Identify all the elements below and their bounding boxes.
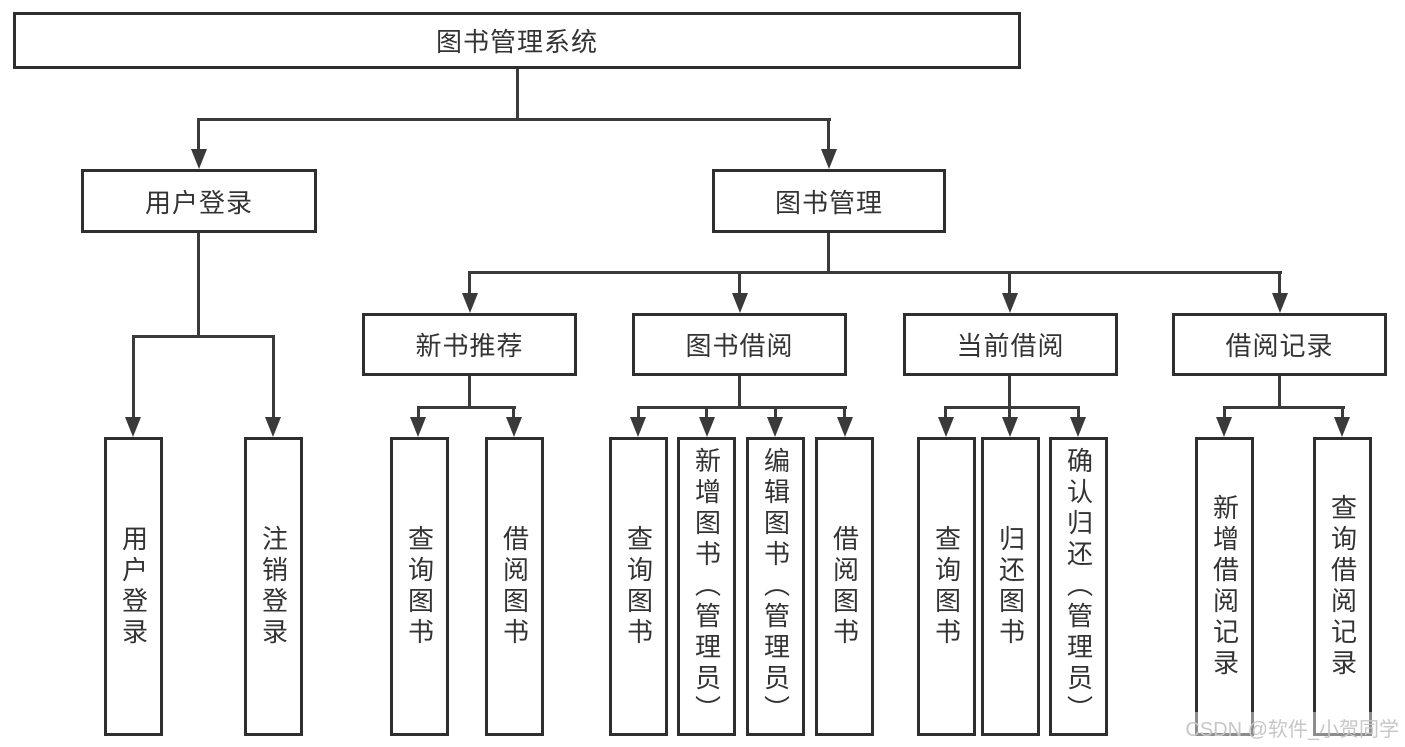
leaf-return-book: 归还图书 — [981, 437, 1040, 736]
connector-line — [738, 271, 741, 297]
arrowhead-down — [1002, 417, 1018, 437]
leaf-add-book-admin: 新增图书（管理员） — [677, 437, 736, 736]
arrowhead-down — [732, 293, 748, 313]
connector-line — [512, 406, 515, 419]
connector-line — [1223, 406, 1226, 419]
leaf-borrow-books-recommend: 借阅图书 — [485, 437, 544, 736]
leaf-query-books-current: 查询图书 — [917, 437, 976, 736]
connector-line — [1077, 406, 1080, 419]
arrowhead-down — [410, 417, 426, 437]
arrowhead-down — [837, 417, 853, 437]
leaf-borrow-books: 借阅图书 — [815, 437, 874, 736]
connector-line — [637, 406, 847, 409]
connector-line — [1278, 271, 1281, 297]
connector-line — [197, 118, 200, 152]
connector-line — [272, 335, 275, 419]
leaf-query-books-borrow: 查询图书 — [609, 437, 668, 736]
leaf-add-borrow-record: 新增借阅记录 — [1195, 437, 1254, 736]
connector-line — [468, 271, 1282, 274]
arrowhead-down — [699, 417, 715, 437]
leaf-query-borrow-record: 查询借阅记录 — [1313, 437, 1372, 736]
connector-line — [827, 233, 830, 274]
connector-line — [1278, 376, 1281, 408]
connector-line — [417, 406, 420, 419]
watermark: CSDN @软件_小贺同学 — [1183, 712, 1401, 743]
arrowhead-down — [1070, 417, 1086, 437]
connector-line — [468, 376, 471, 408]
arrowhead-down — [630, 417, 646, 437]
arrowhead-down — [1272, 293, 1288, 313]
node-book-borrow: 图书借阅 — [632, 313, 847, 376]
node-root: 图书管理系统 — [13, 12, 1021, 69]
connector-line — [705, 406, 708, 419]
arrowhead-down — [265, 417, 281, 437]
connector-line — [516, 69, 519, 120]
connector-line — [944, 406, 947, 419]
arrowhead-down — [1002, 293, 1018, 313]
leaf-query-books-recommend: 查询图书 — [390, 437, 449, 736]
connector-line — [132, 335, 135, 419]
connector-line — [1008, 406, 1011, 419]
arrowhead-down — [125, 417, 141, 437]
node-current-borrow: 当前借阅 — [903, 313, 1118, 376]
connector-line — [637, 406, 640, 419]
connector-line — [774, 406, 777, 419]
node-new-book-recommend: 新书推荐 — [362, 313, 577, 376]
connector-line — [1008, 376, 1011, 408]
leaf-user-login: 用户登录 — [104, 437, 163, 736]
connector-line — [417, 406, 516, 409]
arrowhead-down — [821, 149, 837, 169]
leaf-confirm-return-admin: 确认归还（管理员） — [1049, 437, 1108, 736]
arrowhead-down — [191, 149, 207, 169]
arrowhead-down — [1216, 417, 1232, 437]
connector-line — [1341, 406, 1344, 419]
leaf-edit-book-admin: 编辑图书（管理员） — [746, 437, 805, 736]
connector-line — [944, 406, 1080, 409]
node-user-login: 用户登录 — [81, 169, 317, 233]
connector-line — [468, 271, 471, 297]
arrowhead-down — [1334, 417, 1350, 437]
connector-line — [132, 335, 275, 338]
connector-line — [827, 118, 830, 152]
connector-line — [1223, 406, 1345, 409]
arrowhead-down — [462, 293, 478, 313]
node-book-management: 图书管理 — [712, 169, 946, 233]
arrowhead-down — [938, 417, 954, 437]
arrowhead-down — [767, 417, 783, 437]
connector-line — [197, 118, 831, 121]
connector-line — [738, 376, 741, 408]
connector-line — [197, 233, 200, 337]
connector-line — [1008, 271, 1011, 297]
arrowhead-down — [506, 417, 522, 437]
node-borrow-records: 借阅记录 — [1172, 313, 1387, 376]
leaf-logout: 注销登录 — [244, 437, 303, 736]
connector-line — [843, 406, 846, 419]
